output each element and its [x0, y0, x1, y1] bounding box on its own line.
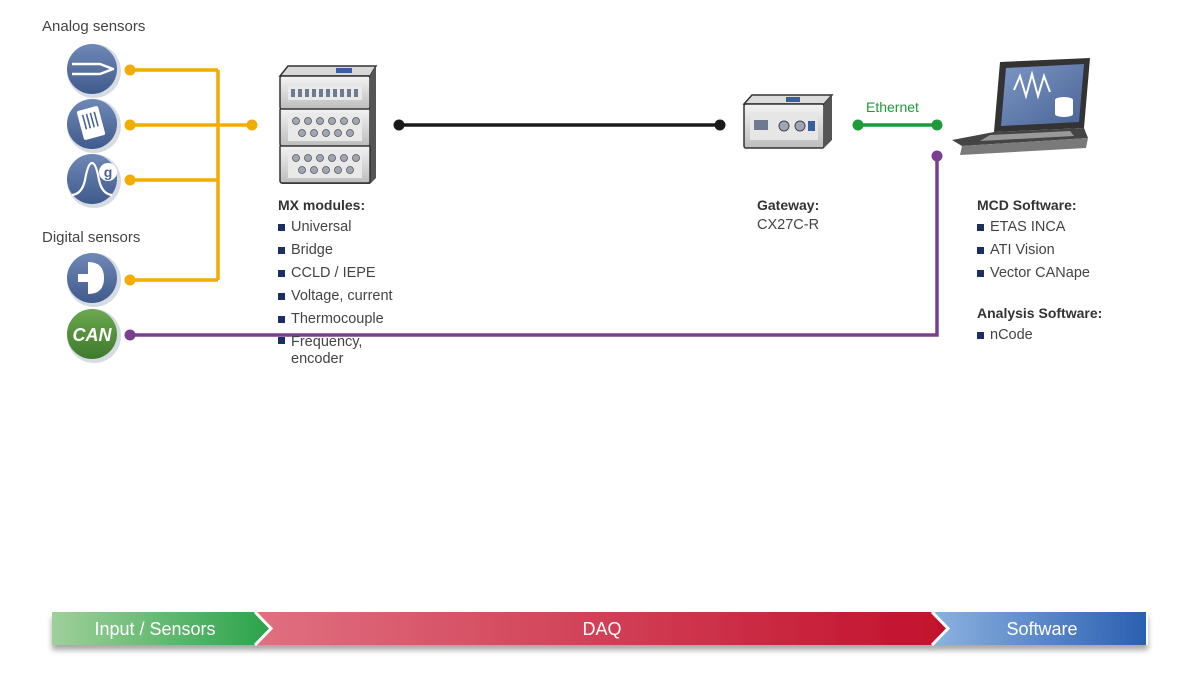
list-item: ETAS INCA	[977, 216, 1177, 239]
software-segment	[932, 612, 1146, 645]
can-link	[130, 156, 939, 337]
list-item: Bridge	[278, 239, 438, 262]
can-bus-icon: CAN	[67, 309, 121, 363]
gateway-model: CX27C-R	[757, 217, 820, 233]
daq-label: DAQ	[582, 619, 621, 639]
svg-text:g: g	[104, 164, 113, 180]
accelerometer-sensor-icon: g	[67, 154, 121, 208]
list-item: Thermocouple	[278, 308, 438, 331]
analysis-software-title: Analysis Software:	[977, 305, 1103, 321]
analysis-software-list: nCode	[977, 324, 1177, 347]
system-diagram: g CAN	[67, 44, 1090, 363]
list-item: Frequency,encoder	[278, 331, 438, 368]
mx-modules-device-icon	[278, 65, 378, 184]
mx-modules-list: Universal Bridge CCLD / IEPE Voltage, cu…	[278, 216, 438, 368]
digital-sensor-icon	[67, 253, 121, 307]
ethernet-label: Ethernet	[866, 99, 919, 115]
mx-modules-title: MX modules:	[278, 197, 366, 213]
analog-sensors-title: Analog sensors	[42, 18, 146, 35]
can-label: CAN	[73, 325, 113, 345]
list-item: Universal	[278, 216, 438, 239]
daq-segment	[255, 612, 948, 645]
analog-wiring	[130, 68, 252, 282]
gateway-panel: Gateway: CX27C-R	[757, 197, 819, 233]
mx-modules-panel: MX modules: Universal Bridge CCLD / IEPE…	[278, 197, 438, 368]
digital-sensors-title: Digital sensors	[42, 229, 141, 246]
strain-gauge-sensor-icon	[67, 99, 121, 153]
process-bar: Input / Sensors DAQ Software	[52, 610, 1148, 647]
list-item: CCLD / IEPE	[278, 262, 438, 285]
mcd-software-title: MCD Software:	[977, 197, 1077, 213]
list-item: Voltage, current	[278, 285, 438, 308]
input-sensors-segment	[52, 612, 271, 645]
list-item: Vector CANape	[977, 262, 1177, 285]
gateway-title: Gateway:	[757, 197, 820, 213]
list-item: ATI Vision	[977, 239, 1177, 262]
mcd-software-list: ETAS INCA ATI Vision Vector CANape	[977, 216, 1177, 285]
probe-sensor-icon	[67, 44, 121, 98]
input-sensors-label: Input / Sensors	[94, 619, 215, 639]
analog-wiring-dots	[124, 64, 258, 286]
software-label: Software	[1006, 619, 1077, 639]
list-item: nCode	[977, 324, 1177, 347]
gateway-device-icon	[742, 94, 834, 149]
software-panel: MCD Software: ETAS INCA ATI Vision Vecto…	[977, 197, 1177, 347]
laptop-icon	[952, 58, 1090, 155]
